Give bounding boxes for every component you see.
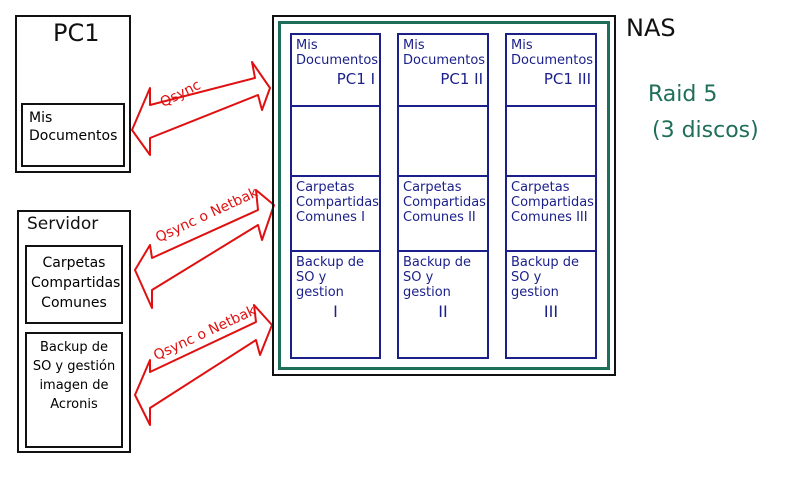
nas-box [272, 15, 616, 376]
servidor-backup: Backup de SO y gestión imagen de Acronis [25, 332, 123, 448]
servidor-box: Servidor Carpetas Compartidas Comunes Ba… [17, 210, 131, 453]
nas-col1-empty [290, 105, 381, 177]
nas-col2-shared: Carpetas Compartidas Comunes II [397, 175, 489, 252]
pc1-mis-documentos: Mis Documentos [21, 103, 125, 167]
nas-col2-empty [397, 105, 489, 177]
raid-note: (3 discos) [652, 118, 759, 143]
nas-col3-empty [505, 105, 597, 177]
servidor-carpetas: Carpetas Compartidas Comunes [25, 245, 123, 324]
arrow-qsync-servidor-carpetas [134, 189, 275, 309]
raid-label: Raid 5 [648, 82, 718, 107]
arrow-qsync-servidor-backup [134, 304, 273, 426]
nas-title: NAS [626, 14, 676, 42]
pc1-box: PC1 Mis Documentos [15, 15, 131, 173]
nas-col1-shared: Carpetas Compartidas Comunes I [290, 175, 381, 252]
pc1-title: PC1 [53, 19, 100, 47]
nas-col3-shared: Carpetas Compartidas Comunes III [505, 175, 597, 252]
servidor-title: Servidor [27, 214, 99, 234]
arrow-qsync-pc1 [131, 61, 271, 156]
